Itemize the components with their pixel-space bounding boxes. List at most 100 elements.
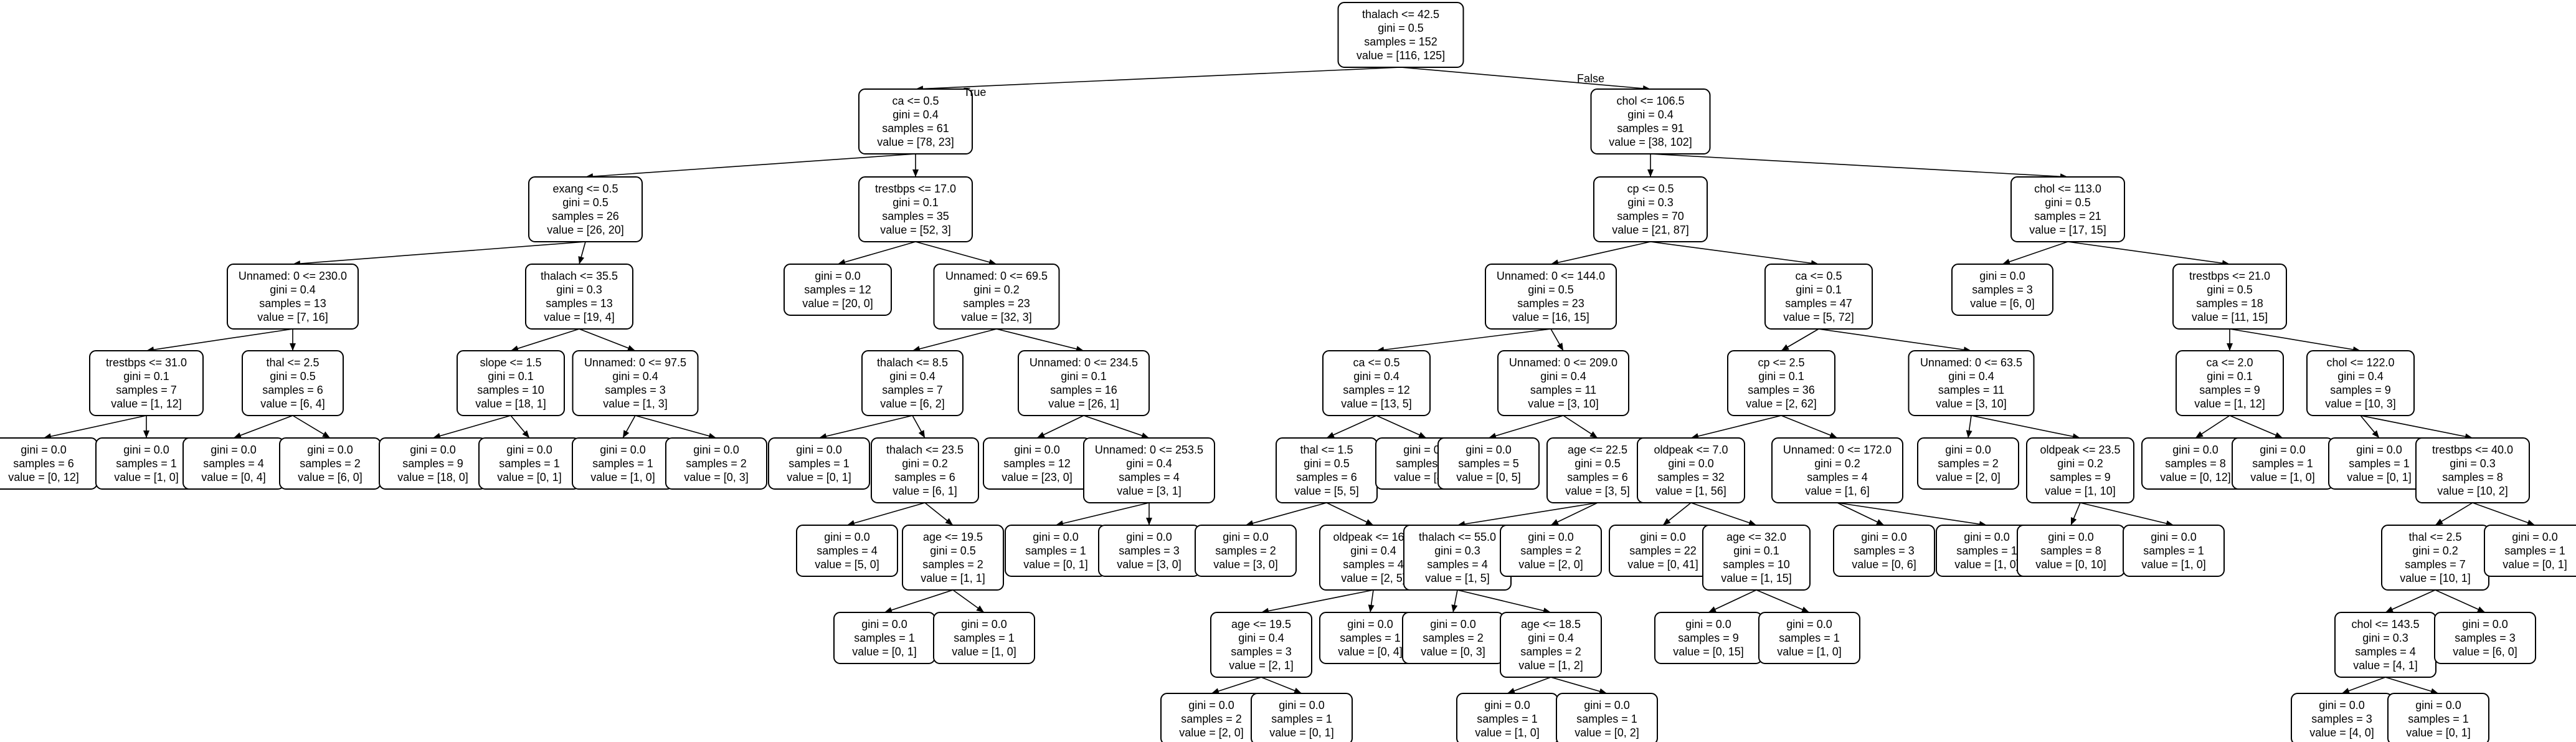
node-box (1251, 693, 1353, 742)
edge-arrowhead (290, 343, 296, 351)
node-box (1485, 264, 1617, 330)
node-text-line: samples = 6 (894, 471, 955, 483)
node-text-line: value = [1, 56] (1655, 485, 1726, 497)
node-text-line: value = [5, 0] (815, 558, 879, 571)
node-text-line: value = [10, 2] (2437, 485, 2508, 497)
node-box (1593, 176, 1708, 242)
edge-line (996, 328, 1084, 351)
node-text-line: gini = 0.2 (902, 457, 948, 470)
edge-arrowhead (1829, 432, 1837, 439)
node-text-line: gini = 0.0 (1640, 531, 1686, 543)
tree-edge (578, 241, 586, 265)
tree-edge (1818, 328, 1972, 353)
tree-edge (2195, 415, 2230, 439)
node-box (2172, 264, 2287, 330)
node-text-line: gini = 0.0 (211, 444, 257, 456)
edge-line (1550, 241, 1651, 265)
edge-line (1650, 241, 1819, 265)
node-text-line: cp <= 2.5 (1758, 356, 1804, 369)
tree-edge (1055, 502, 1150, 527)
node-text-line: gini = 0.4 (1540, 370, 1586, 383)
node-text-line: gini = 0.5 (1378, 22, 1424, 34)
node-text-line: value = [6, 4] (260, 397, 325, 410)
node-text-line: value = [1, 10] (2045, 485, 2116, 497)
node-text-line: samples = 12 (1003, 457, 1071, 470)
node-text-line: value = [3, 0] (1117, 558, 1181, 571)
node-text-line: ca <= 0.5 (1353, 356, 1399, 369)
node-text-line: gini = 0.2 (1814, 457, 1860, 470)
node-text-line: value = [1, 15] (1721, 572, 1792, 584)
node-text-line: chol <= 143.5 (2351, 618, 2419, 630)
node-text-line: value = [6, 0] (1970, 297, 2035, 310)
tree-edge (2472, 502, 2536, 526)
node-text-line: samples = 8 (2040, 545, 2101, 557)
node-text-line: value = [0, 1] (1269, 726, 1334, 739)
node-box (1195, 525, 1297, 577)
tree-edge (146, 328, 293, 353)
edge-line (1708, 589, 1757, 613)
node-text-line: samples = 1 (499, 457, 560, 470)
node-text-line: gini = 0.1 (1733, 545, 1779, 557)
node-text-line: samples = 47 (1785, 297, 1852, 310)
node-text-line: oldpeak <= 23.5 (2040, 444, 2120, 456)
edge-arrowhead (1451, 604, 1458, 612)
node-text-line: value = [1, 0] (1777, 645, 1842, 658)
edge-arrowhead (1037, 432, 1045, 438)
node-box (1500, 612, 1602, 678)
tree-edge (2080, 502, 2174, 527)
node-text-line: gini = 0.0 (1188, 699, 1234, 711)
tree-edge (1662, 502, 1692, 526)
node-text-line: Unnamed: 0 <= 234.5 (1030, 356, 1138, 369)
node-text-line: gini = 0.1 (488, 370, 534, 383)
node-box (665, 437, 767, 490)
node-text-line: value = [32, 3] (961, 311, 1032, 323)
node-text-line: ca <= 0.5 (892, 95, 939, 107)
node-text-line: gini = 0.2 (973, 283, 1020, 296)
node-text-line: samples = 7 (882, 384, 943, 396)
edge-line (1690, 502, 1757, 526)
node-text-line: samples = 91 (1617, 122, 1684, 135)
node-text-line: gini = 0.2 (2412, 545, 2458, 557)
node-text-line: gini = 0.5 (2207, 283, 2253, 296)
node-text-line: value = [52, 3] (880, 224, 951, 236)
edge-line (846, 502, 926, 526)
node-text-line: gini = 0.5 (270, 370, 316, 383)
node-text-line: samples = 22 (1629, 545, 1697, 557)
node-text-line: value = [1, 0] (590, 471, 655, 483)
node-box (2306, 350, 2415, 416)
node-box (861, 350, 964, 416)
node-box (768, 437, 870, 490)
edge-arrowhead (234, 432, 242, 439)
false-edge-label: False (1577, 72, 1604, 85)
node-text-line: Unnamed: 0 <= 63.5 (1920, 356, 2022, 369)
node-text-line: gini = 0.0 (1126, 531, 1172, 543)
tree-edge (1326, 415, 1377, 439)
node-text-line: value = [0, 1] (497, 471, 562, 483)
tree-edge (2067, 241, 2230, 267)
node-text-line: cp <= 0.5 (1627, 183, 1674, 195)
node-text-line: samples = 3 (1119, 545, 1180, 557)
edge-arrowhead (2385, 606, 2394, 612)
tree-edge (1837, 502, 1987, 528)
node-text-line: samples = 2 (1520, 645, 1581, 658)
node-text-line: gini = 0.5 (2045, 196, 2091, 209)
tree-edge (915, 241, 997, 265)
node-text-line: value = [0, 12] (8, 471, 79, 483)
node-text-line: gini = 0.4 (893, 108, 939, 121)
node-text-line: thalach <= 35.5 (541, 270, 618, 282)
edge-line (635, 415, 717, 439)
node-text-line: gini = 0.0 (2415, 699, 2461, 711)
node-text-line: gini = 0.0 (861, 618, 907, 630)
edge-arrowhead (2430, 688, 2438, 695)
